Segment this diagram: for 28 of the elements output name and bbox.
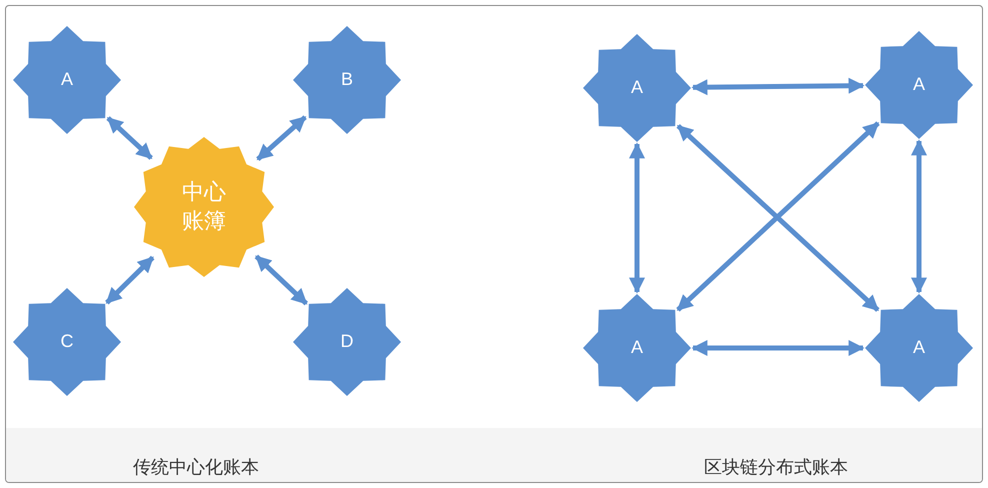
node-label: B <box>340 68 353 92</box>
star-node <box>293 26 401 134</box>
star-node <box>13 288 121 396</box>
node-label: A <box>60 68 73 92</box>
node-label: 中心账簿 <box>181 178 227 235</box>
double-arrow <box>106 116 153 160</box>
double-arrow <box>105 256 154 304</box>
star-node <box>865 294 973 402</box>
double-arrow <box>691 78 865 96</box>
node-label: A <box>630 76 643 100</box>
star-node <box>13 26 121 134</box>
node-label: C <box>60 330 74 354</box>
node-label: A <box>630 336 643 360</box>
node-label: D <box>340 330 354 354</box>
panel-caption: 传统中心化账本 <box>133 456 259 480</box>
double-arrow <box>911 139 927 294</box>
node-label: A <box>912 73 925 96</box>
double-arrow <box>256 115 307 162</box>
panel-caption: 区块链分布式账本 <box>704 456 848 480</box>
node-label: A <box>912 336 925 360</box>
double-arrow <box>254 254 308 306</box>
star-node <box>583 34 691 142</box>
star-node <box>134 137 274 277</box>
star-node <box>583 294 691 402</box>
double-arrow <box>629 142 645 294</box>
star-node <box>865 31 973 139</box>
star-node <box>293 288 401 396</box>
double-arrow <box>691 340 865 356</box>
